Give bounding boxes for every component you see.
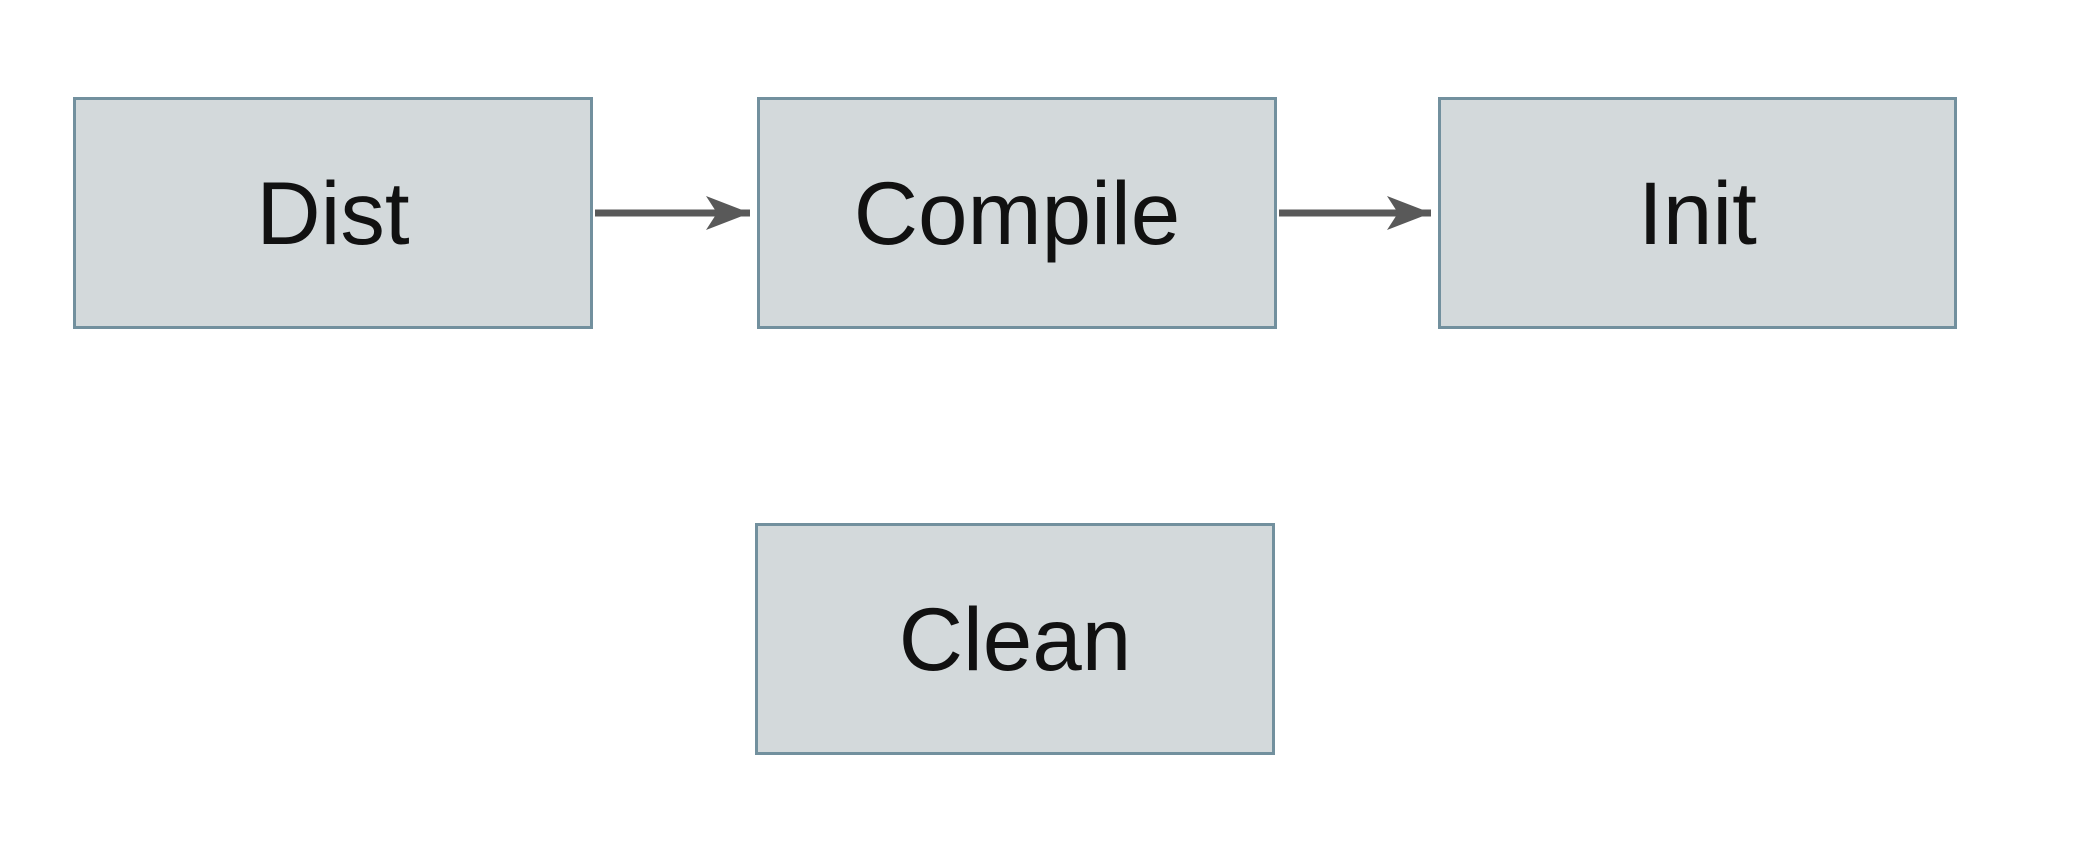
node-clean-label: Clean xyxy=(898,588,1132,689)
node-clean[interactable]: Clean xyxy=(755,523,1275,755)
node-compile[interactable]: Compile xyxy=(757,97,1277,329)
node-compile-label: Compile xyxy=(853,162,1181,263)
node-init[interactable]: Init xyxy=(1438,97,1957,329)
node-dist[interactable]: Dist xyxy=(73,97,593,329)
node-dist-label: Dist xyxy=(256,162,410,263)
node-init-label: Init xyxy=(1638,162,1757,263)
